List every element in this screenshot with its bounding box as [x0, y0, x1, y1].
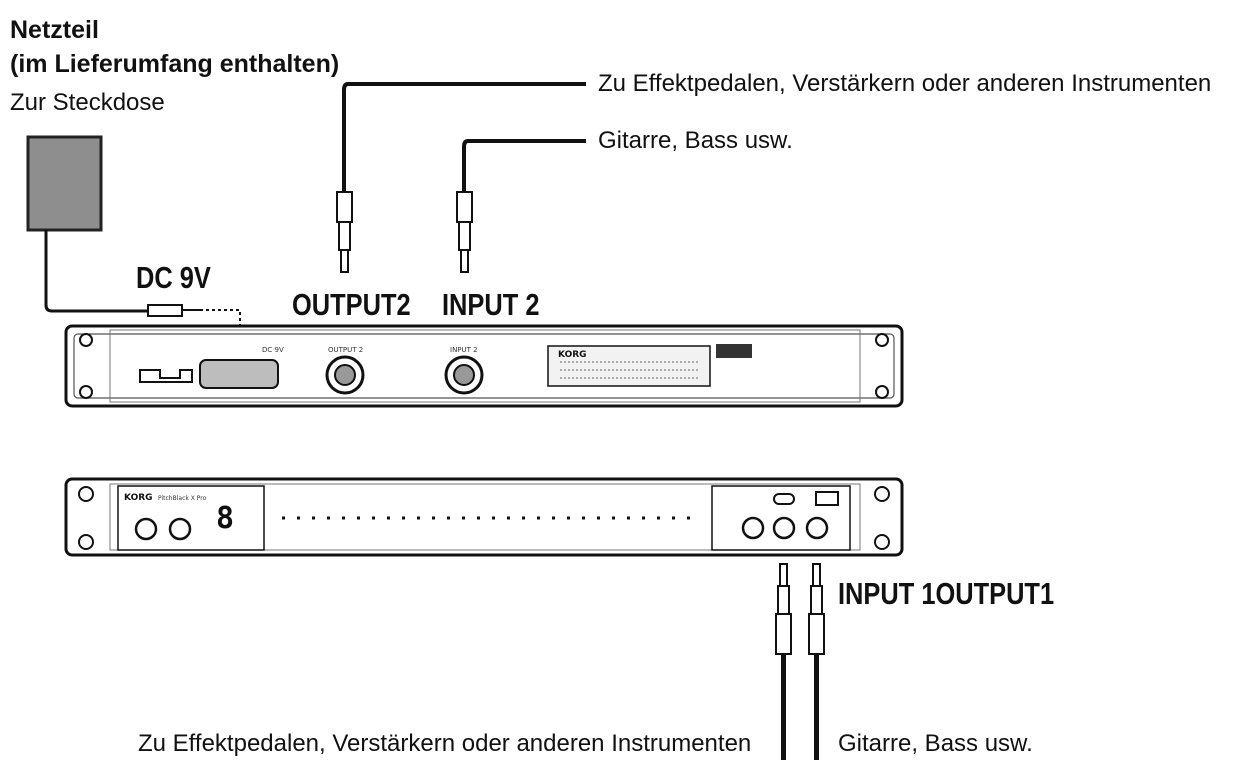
input1-output1-label: INPUT 1OUTPUT1: [838, 576, 1055, 611]
front-panel: KORG PitchBlack X Pro 8: [64, 477, 904, 557]
top-output-destination: Zu Effektpedalen, Verstärkern oder ander…: [598, 70, 1212, 97]
top-input-source: Gitarre, Bass usw.: [598, 127, 793, 154]
svg-text:8: 8: [216, 501, 234, 536]
bottom-input-source: Gitarre, Bass usw.: [838, 730, 1033, 757]
input1-cable: [808, 563, 825, 760]
input2-label: INPUT 2: [442, 287, 540, 322]
rear-panel: KORG DC 9V OUTPUT 2 INPUT 2: [64, 324, 904, 408]
output2-label: OUTPUT2: [292, 287, 411, 322]
front-model-text: PitchBlack X Pro: [158, 495, 207, 502]
output2-cable: [336, 82, 586, 273]
rear-dc-text: DC 9V: [262, 346, 284, 354]
front-brand-text: KORG: [124, 493, 153, 503]
adapter-note: (im Lieferumfang enthalten): [10, 50, 340, 78]
adapter-title: Netzteil: [10, 16, 99, 44]
input2-cable: [456, 139, 586, 273]
dc-9v-label: DC 9V: [136, 260, 211, 295]
to-outlet-label: Zur Steckdose: [10, 89, 165, 116]
bottom-output-destination: Zu Effektpedalen, Verstärkern oder ander…: [138, 730, 752, 757]
output1-cable: [775, 563, 792, 760]
rear-brand-text: KORG: [558, 350, 587, 360]
rear-input-text: INPUT 2: [450, 346, 478, 354]
rear-output-text: OUTPUT 2: [328, 346, 363, 354]
ac-adapter: [26, 135, 268, 373]
